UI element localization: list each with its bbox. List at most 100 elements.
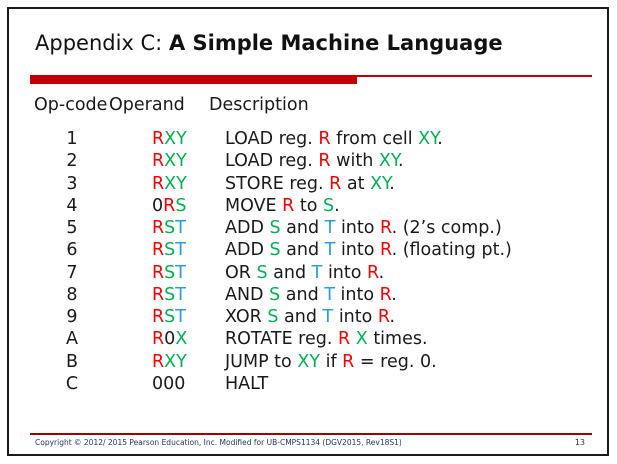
slide-title: Appendix C: A Simple Machine Language <box>35 31 503 55</box>
text-segment: R <box>152 351 165 372</box>
page-number: 13 <box>574 438 585 447</box>
text-segment: S <box>164 284 176 305</box>
text-segment: T <box>175 284 186 305</box>
text-segment: 0 <box>152 195 164 216</box>
text-segment: R <box>152 262 165 283</box>
text-segment: S <box>164 307 176 327</box>
text-segment: R <box>282 195 295 216</box>
text-segment: S <box>175 195 187 216</box>
title-accent-bar-thin <box>357 75 592 77</box>
text-segment: and <box>280 218 325 238</box>
text-segment: . <box>389 173 395 194</box>
text-segment: . <box>378 262 385 283</box>
text-segment: R <box>318 151 331 172</box>
text-segment: R <box>379 284 392 305</box>
operand-cell: RXY <box>152 351 187 373</box>
text-segment: XY <box>297 351 321 372</box>
opcode-cell: A <box>66 329 78 350</box>
opcode-cell: 4 <box>66 195 78 216</box>
text-segment: = reg. 0. <box>354 351 437 372</box>
operand-cell: RST <box>152 217 186 239</box>
text-segment: T <box>175 240 186 261</box>
text-segment: S <box>256 262 268 283</box>
text-segment: XY <box>164 351 187 372</box>
text-segment: R <box>152 307 165 327</box>
text-segment: S <box>267 307 279 327</box>
operand-cell: RXY <box>152 150 187 172</box>
opcode-cell: 3 <box>66 173 78 194</box>
operand-cell: 000 <box>152 373 185 395</box>
header-opcode: Op-code <box>34 95 108 115</box>
text-segment: R <box>380 240 392 261</box>
text-segment: R <box>329 173 342 194</box>
text-segment: R <box>152 329 165 350</box>
text-segment: . <box>437 129 443 149</box>
opcode-cell: 7 <box>66 262 78 283</box>
text-segment: R <box>152 173 165 194</box>
description-cell: ADD S and T into R. (floating pt.) <box>225 239 512 261</box>
text-segment: to <box>294 195 324 216</box>
description-cell: STORE reg. R at XY. <box>225 173 395 195</box>
text-segment: into <box>334 284 380 305</box>
text-segment: R <box>152 151 165 172</box>
text-segment: 0 <box>164 329 176 350</box>
text-segment: times. <box>367 329 428 350</box>
description-cell: LOAD reg. R with XY. <box>225 150 404 172</box>
text-segment: and <box>278 307 323 327</box>
opcode-cell: 1 <box>66 129 78 149</box>
text-segment: OR <box>225 262 257 283</box>
text-segment: X <box>355 329 368 350</box>
table-row: C 000 HALT <box>9 373 607 395</box>
text-segment: ROTATE reg. <box>225 329 338 350</box>
text-segment: . (2’s comp.) <box>391 218 502 238</box>
text-segment: and <box>267 262 312 283</box>
footer-divider <box>30 433 592 435</box>
description-cell: ROTATE reg. R X times. <box>225 328 428 350</box>
text-segment: from cell <box>330 129 419 149</box>
text-segment: S <box>269 284 281 305</box>
text-segment: . <box>398 151 404 172</box>
operand-cell: RST <box>152 262 186 284</box>
text-segment: LOAD reg. <box>225 151 319 172</box>
text-segment: and <box>280 284 325 305</box>
text-segment: LOAD reg. <box>225 129 319 149</box>
text-segment: if <box>320 351 343 372</box>
text-segment: T <box>322 307 334 327</box>
opcode-cell: B <box>65 351 78 372</box>
text-segment: STORE reg. <box>225 173 330 194</box>
text-segment: R <box>367 262 379 283</box>
text-segment: MOVE <box>225 195 283 216</box>
text-segment: R <box>377 307 390 327</box>
operand-cell: RST <box>152 284 186 306</box>
slide-title-emphasis: A Simple Machine Language <box>168 31 503 55</box>
text-segment: S <box>323 195 335 216</box>
text-segment: XY <box>164 173 187 194</box>
description-cell: AND S and T into R. <box>225 284 397 306</box>
text-segment: ADD <box>225 218 270 238</box>
text-segment: T <box>175 307 186 327</box>
description-cell: LOAD reg. R from cell XY. <box>225 128 443 150</box>
description-cell: ADD S and T into R. (2’s comp.) <box>225 217 502 239</box>
opcode-cell: C <box>65 373 79 394</box>
table-row: 7 RST OR S and T into R. <box>9 262 607 284</box>
text-segment: R <box>380 218 392 238</box>
text-segment: HALT <box>225 373 269 394</box>
text-segment: and <box>280 240 325 261</box>
text-segment: . <box>334 195 340 216</box>
description-cell: OR S and T into R. <box>225 262 384 284</box>
slide-title-prefix: Appendix C: <box>35 31 169 55</box>
text-segment: into <box>335 218 381 238</box>
slide-frame: Appendix C: A Simple Machine Language Op… <box>7 7 609 456</box>
text-segment: XY <box>164 151 187 172</box>
text-segment: R <box>152 218 165 238</box>
